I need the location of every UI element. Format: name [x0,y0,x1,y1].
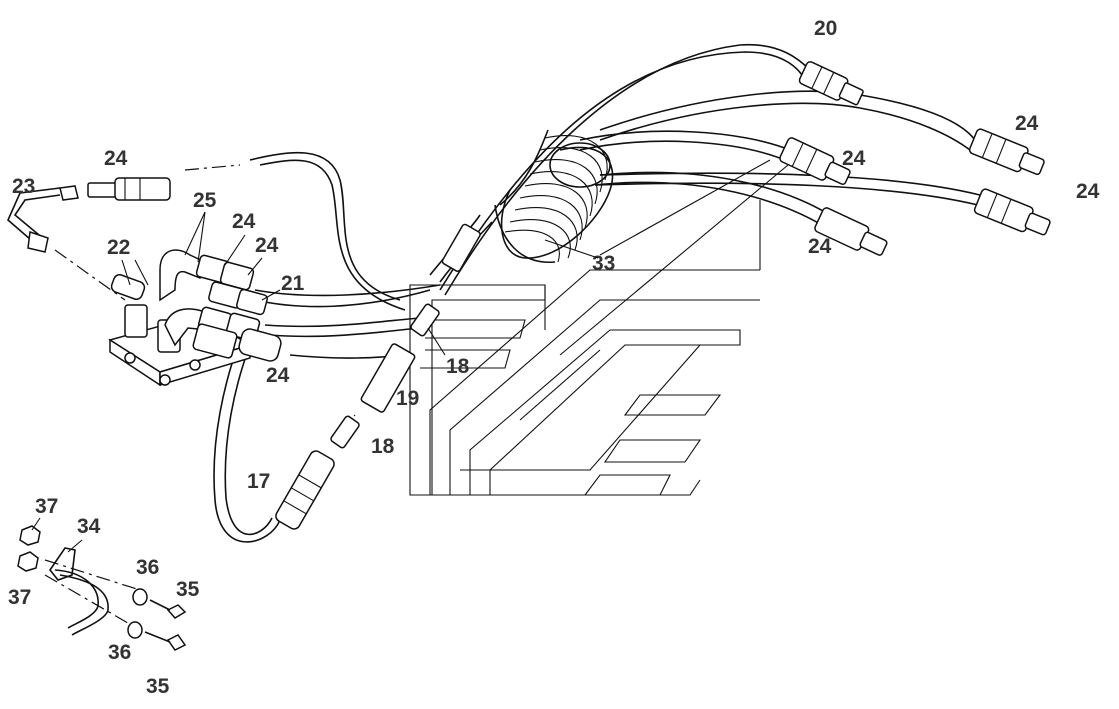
callout-37: 37 [8,586,31,609]
callout-labels: 20 24 24 24 24 24 24 24 24 23 25 22 21 3… [8,17,1100,698]
center-hoses [213,151,493,543]
coupler-top-left [87,177,171,201]
callout-35: 35 [146,675,170,698]
callout-18: 18 [446,355,470,378]
callout-24: 24 [1015,112,1039,135]
callout-24: 24 [1076,180,1100,203]
right-couplers [779,128,1051,256]
hose-bundle [439,43,981,296]
callout-25: 25 [193,189,217,212]
callout-24: 24 [232,210,256,233]
callout-23: 23 [12,175,35,198]
callout-35: 35 [176,578,200,601]
callout-24: 24 [255,234,279,257]
callout-21: 21 [281,272,305,295]
bracket-assembly [17,525,187,651]
tube-assembly-23 [7,185,79,253]
hose-end-20 [798,61,864,106]
callout-18: 18 [371,435,395,458]
fittings-group [192,254,282,362]
callout-34: 34 [77,515,101,538]
callout-36: 36 [108,641,131,664]
callout-33: 33 [592,252,615,275]
leader-lines [44,164,411,631]
callout-24: 24 [266,364,290,387]
callout-17: 17 [247,470,270,493]
callout-24: 24 [842,147,866,170]
adapter-chain [275,223,481,530]
callout-22: 22 [107,236,130,259]
callout-37: 37 [35,495,58,518]
callout-36: 36 [136,556,159,579]
coiled-hose [494,129,614,263]
callout-24: 24 [808,235,832,258]
frame-outline [409,200,761,496]
pointer-lines [31,159,789,553]
callout-19: 19 [396,387,419,410]
callout-20: 20 [814,17,837,40]
callout-24: 24 [104,147,128,170]
